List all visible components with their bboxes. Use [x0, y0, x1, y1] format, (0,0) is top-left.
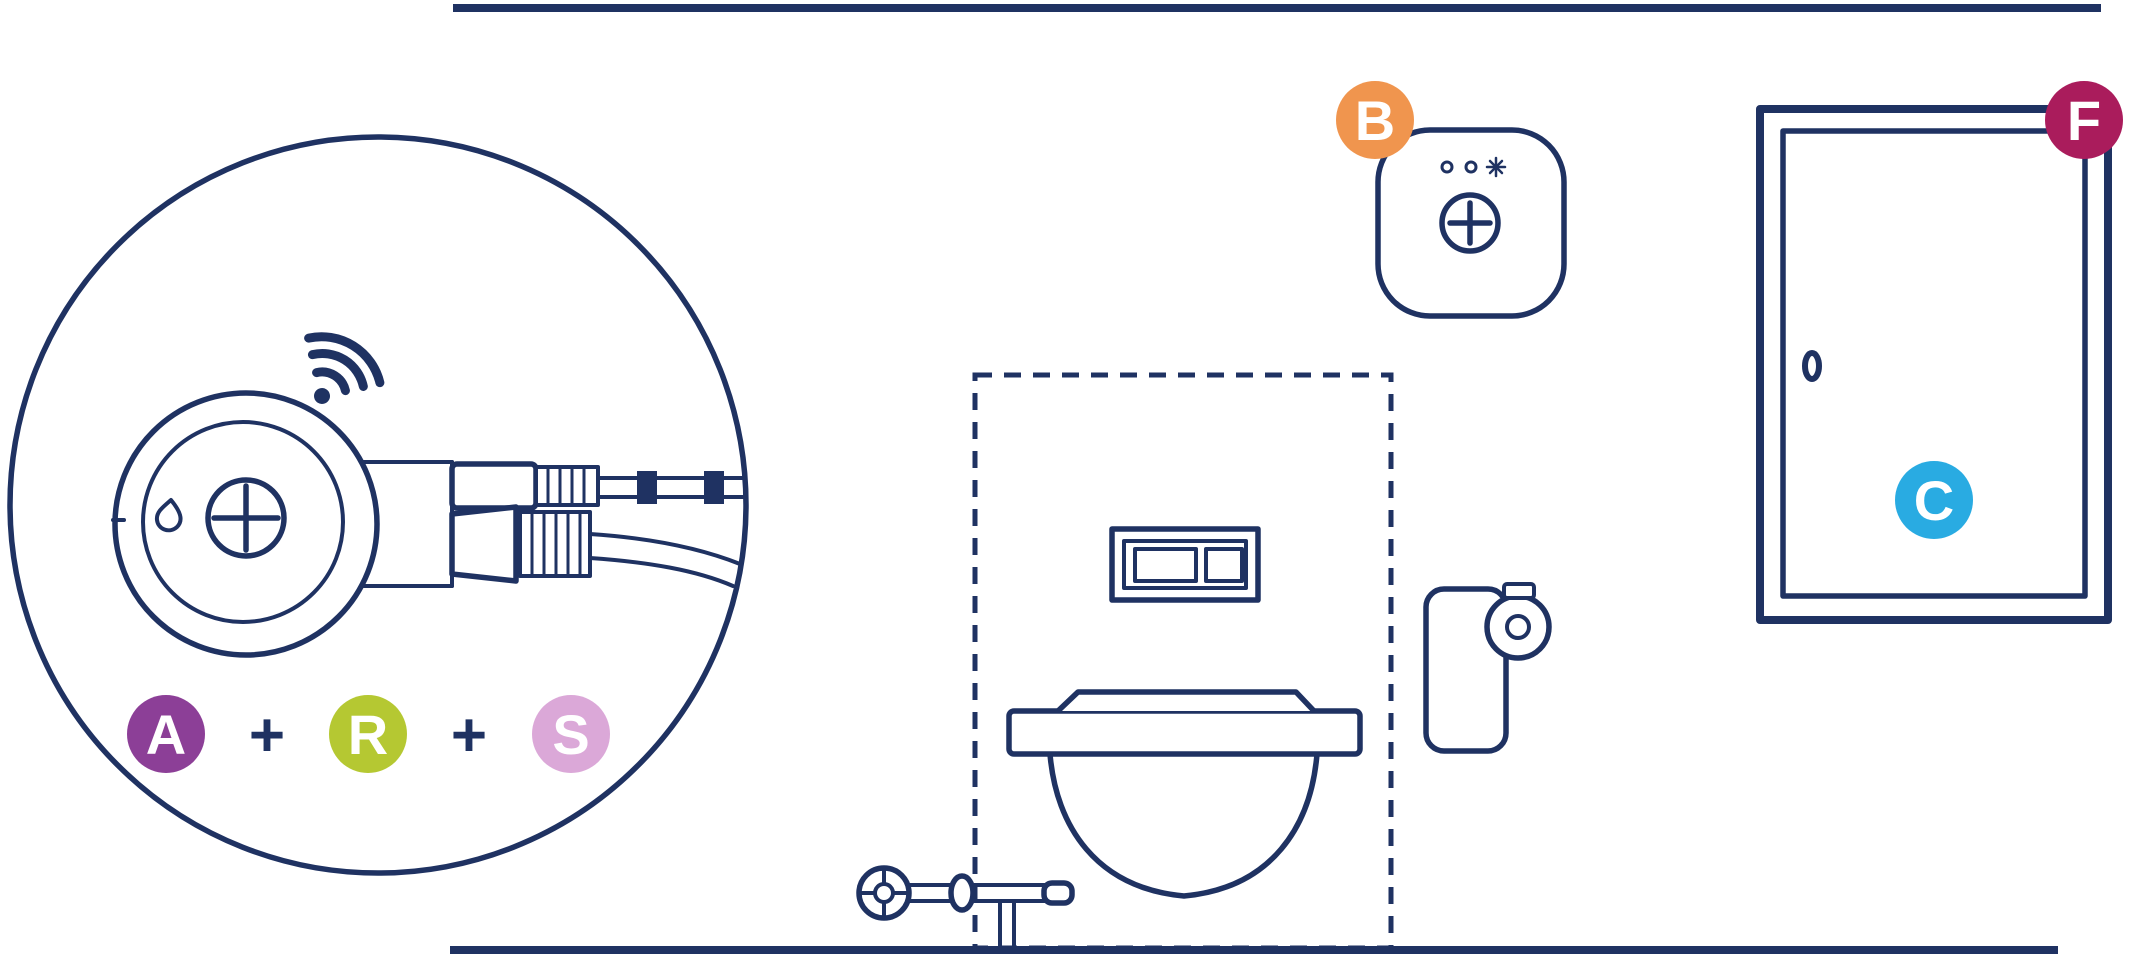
badge-s-label: S — [552, 703, 589, 766]
controller-top-face — [141, 420, 345, 624]
cable-top — [449, 461, 746, 511]
wifi-dot — [314, 388, 330, 404]
valve-end-cap — [1041, 880, 1075, 906]
flush-button-small — [1204, 547, 1244, 583]
cable-clip-2 — [704, 471, 724, 504]
magnifier-circle — [7, 134, 749, 876]
badge-c-label: C — [1914, 469, 1954, 532]
badge-f — [2045, 81, 2123, 159]
controller-screw — [205, 477, 287, 559]
badge-f-label: F — [2067, 89, 2101, 152]
door-handle — [1802, 350, 1822, 382]
smart-hub-device: B — [1336, 81, 1567, 319]
toilet-bowl — [1047, 753, 1320, 899]
flush-plate — [1109, 526, 1261, 603]
badge-a — [127, 695, 205, 773]
holder-bracket — [1502, 582, 1536, 600]
wifi-icon — [304, 332, 385, 404]
toilet-paper-holder — [1423, 582, 1552, 754]
smart-water-controller — [111, 390, 746, 658]
plus-sign-1: + — [249, 701, 285, 770]
magnifier-detail: A + R + S — [7, 134, 749, 876]
badge-r-label: R — [348, 703, 388, 766]
badge-c — [1895, 461, 1973, 539]
cable-bottom-wire-1 — [588, 532, 742, 566]
cable-top-connector — [534, 465, 600, 507]
hub-button — [1439, 192, 1501, 254]
valve-wheel-hub — [873, 882, 895, 904]
hub-led-2 — [1464, 160, 1478, 174]
cable-top-plug — [449, 461, 539, 511]
badge-s — [532, 695, 610, 773]
toilet-seat — [1006, 708, 1363, 757]
badge-a-label: A — [146, 703, 186, 766]
toilet-lid — [1056, 689, 1316, 713]
cable-bottom-plug — [449, 504, 519, 584]
badge-b-label: B — [1355, 89, 1395, 152]
cable-bottom-wire-2 — [588, 556, 735, 588]
door-frame — [1756, 105, 2112, 624]
badge-b — [1336, 81, 1414, 159]
paper-roll-core — [1505, 614, 1531, 640]
valve-nut — [948, 873, 976, 913]
plus-sign-2: + — [451, 701, 487, 770]
cable-bottom — [449, 504, 742, 588]
flush-button-large — [1133, 547, 1198, 583]
door-panel — [1780, 128, 2088, 599]
cable-clip-1 — [637, 471, 657, 504]
water-drop-icon — [154, 498, 183, 533]
hub-status-led-icons — [1440, 156, 1507, 178]
wall-hung-toilet — [1006, 689, 1363, 899]
component-badges: A + R + S — [127, 695, 610, 773]
hub-led-star-icon — [1485, 156, 1507, 178]
badge-r — [329, 695, 407, 773]
hub-led-1 — [1440, 160, 1454, 174]
water-shutoff-valve — [856, 865, 1075, 949]
installation-zone — [972, 372, 1394, 951]
door: C F — [1756, 81, 2123, 624]
